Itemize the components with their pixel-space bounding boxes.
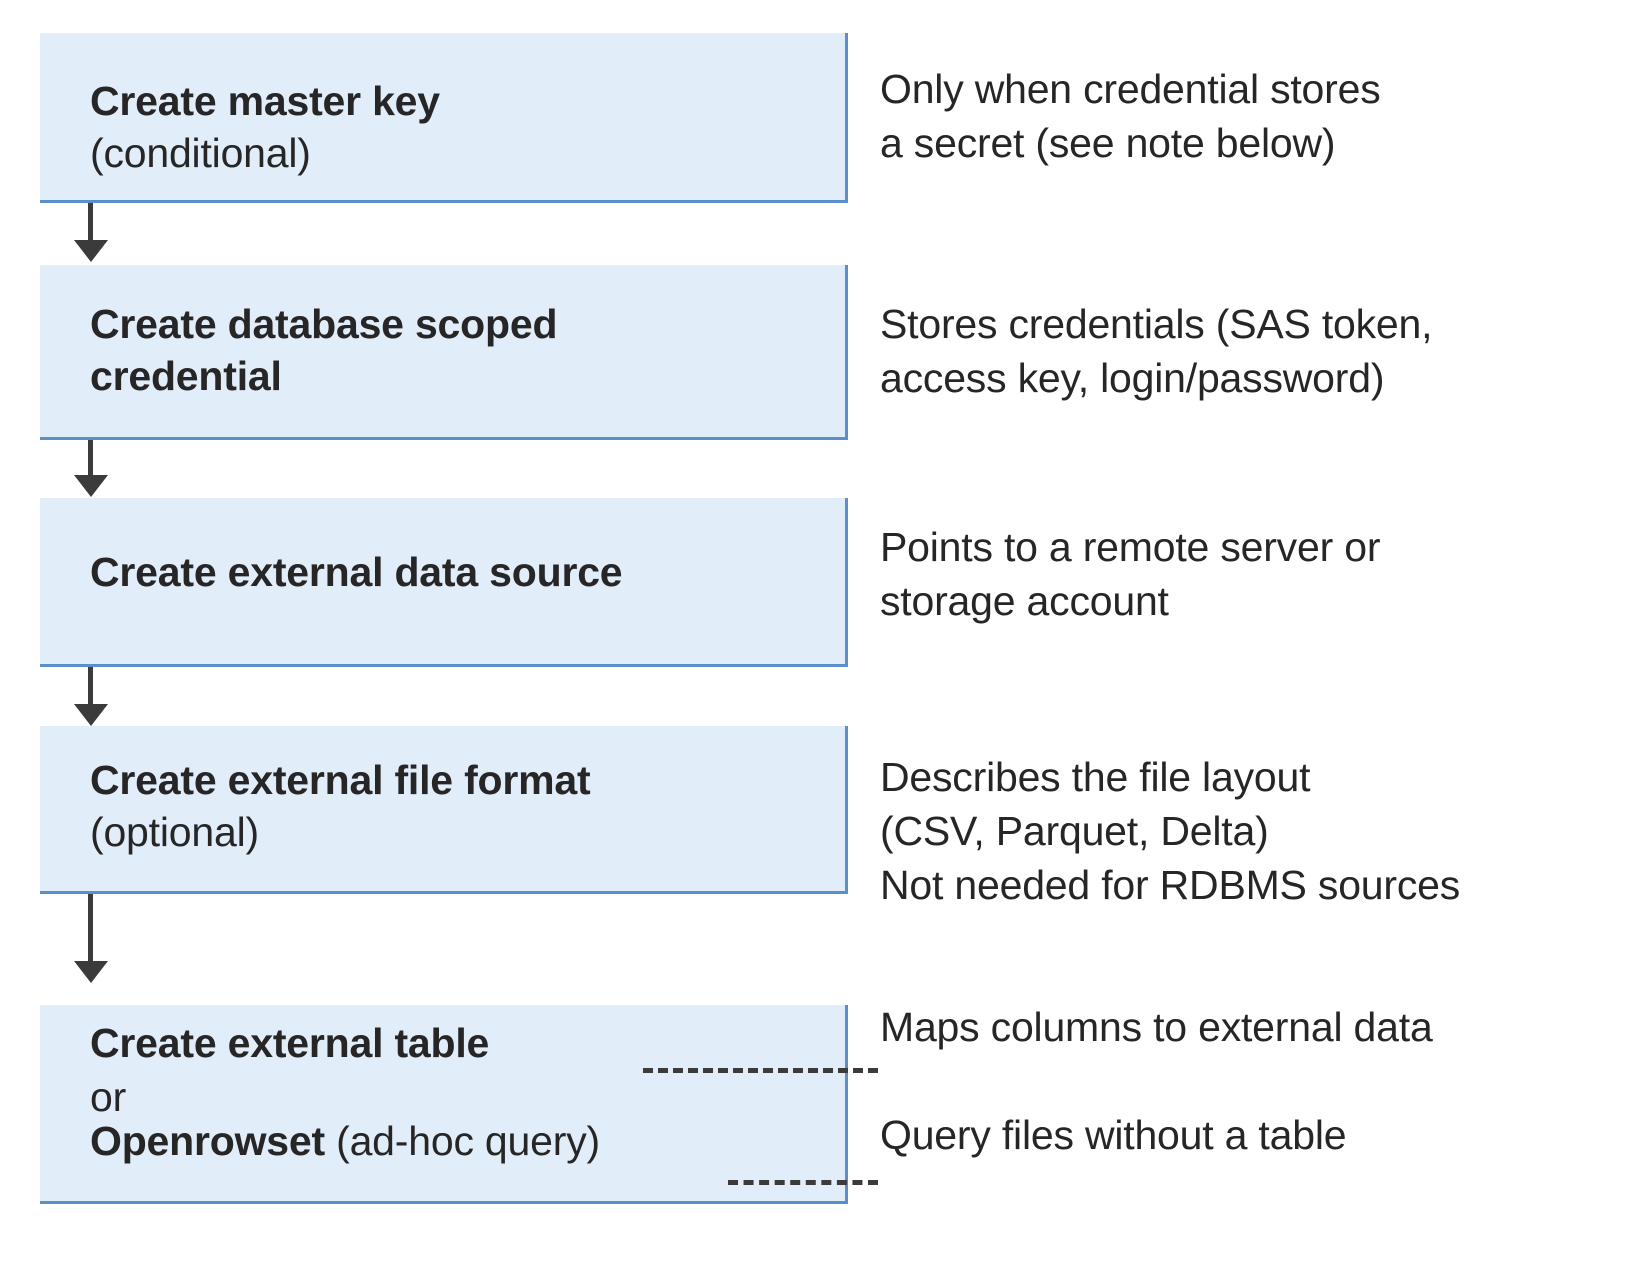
box-openrowset-suffix: (ad-hoc query): [324, 1118, 600, 1164]
flow-box-external-data-source: Create external data source: [40, 498, 848, 667]
note-external-file-format: Describes the file layout (CSV, Parquet,…: [880, 754, 1461, 908]
box-scoped-credential-title: Create database scoped credential: [90, 301, 558, 399]
dashed-leader-openrowset: [728, 1180, 878, 1185]
box-openrowset-title: Openrowset: [90, 1118, 325, 1164]
note-external-table: Maps columns to external data: [880, 1004, 1433, 1050]
box-master-key-title: Create master key: [90, 78, 440, 124]
flow-box-master-key: Create master key (conditional): [40, 33, 848, 203]
arrow-file-format-to-external-table: [88, 894, 93, 962]
flow-box-external-file-format: Create external file format (optional): [40, 726, 848, 894]
dashed-leader-external-table: [643, 1068, 878, 1073]
box-or-label: or: [90, 1074, 127, 1120]
note-openrowset: Query files without a table: [880, 1112, 1347, 1158]
box-external-table-title: Create external table: [90, 1020, 490, 1066]
box-external-file-format-content: Create external file format (optional): [90, 754, 831, 858]
arrow-credential-to-data-source: [88, 440, 93, 476]
box-master-key-subtitle: (conditional): [90, 130, 311, 176]
arrow-master-key-to-credential: [88, 203, 93, 241]
box-external-file-format-subtitle: (optional): [90, 809, 259, 855]
box-or-row: or: [90, 1071, 831, 1120]
box-master-key-content: Create master key (conditional): [90, 75, 831, 179]
box-external-table-row: Create external table: [90, 1017, 831, 1071]
box-external-file-format-title: Create external file format: [90, 757, 591, 803]
box-openrowset-row: Openrowset (ad-hoc query): [90, 1115, 831, 1169]
note-master-key: Only when credential stores a secret (se…: [880, 66, 1381, 166]
note-external-data-source: Points to a remote server or storage acc…: [880, 524, 1381, 624]
box-external-data-source-content: Create external data source: [90, 546, 831, 598]
box-external-table-content: Create external table or Openrowset (ad-…: [90, 1017, 831, 1169]
note-scoped-credential: Stores credentials (SAS token, access ke…: [880, 301, 1433, 401]
flow-box-scoped-credential: Create database scoped credential: [40, 265, 848, 440]
box-scoped-credential-content: Create database scoped credential: [90, 298, 831, 402]
box-external-data-source-title: Create external data source: [90, 549, 623, 595]
arrow-data-source-to-file-format: [88, 667, 93, 705]
flow-box-external-table-or-openrowset: Create external table or Openrowset (ad-…: [40, 1005, 848, 1204]
